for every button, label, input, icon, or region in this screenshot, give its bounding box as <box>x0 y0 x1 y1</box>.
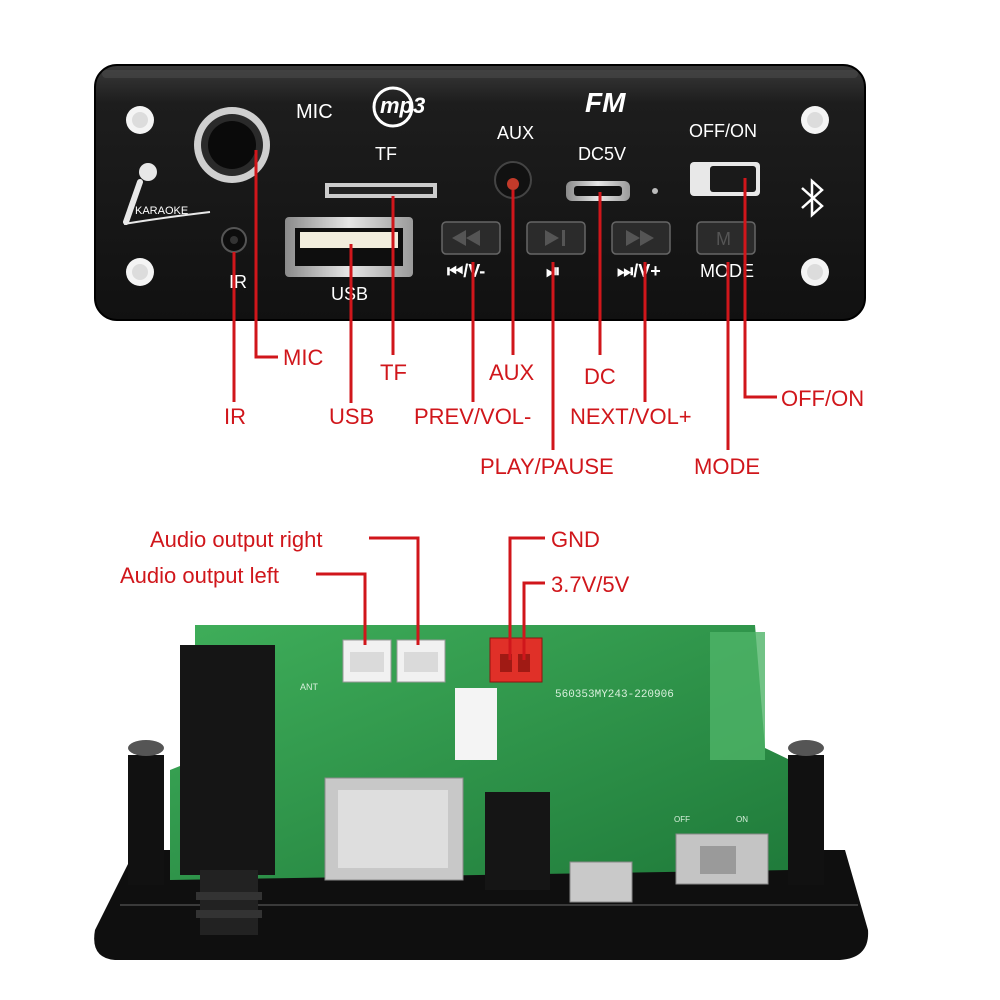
karaoke-logo: KARAOKE <box>123 163 211 225</box>
callout-mode: MODE <box>694 454 760 479</box>
prev-vol-panel-label: ⏮/V- <box>447 261 485 281</box>
mic-jack[interactable] <box>194 107 270 183</box>
mounting-hole <box>126 258 154 286</box>
usb-port[interactable] <box>285 217 413 277</box>
svg-text:M: M <box>716 229 731 249</box>
power-connector <box>489 637 543 683</box>
play-pause-button[interactable] <box>526 221 586 255</box>
status-led <box>652 188 658 194</box>
off-on-panel-label: OFF/ON <box>689 121 757 141</box>
leader-lines-top <box>232 150 777 450</box>
silkscreen-on: ON <box>736 815 748 824</box>
audio-connector-right <box>396 639 446 683</box>
micro-usb-dc-port[interactable] <box>566 181 630 201</box>
dc5v-panel-label: DC5V <box>578 144 626 164</box>
aux-jack[interactable] <box>494 161 532 199</box>
fm-logo: FM <box>585 87 626 118</box>
standoff-left <box>128 740 164 885</box>
slide-switch-component <box>675 833 769 885</box>
mic-jack-housing <box>180 645 275 935</box>
standoff-right <box>788 740 824 885</box>
callout-labels-top: MIC TF AUX DC OFF/ON IR USB PREV/VOL- NE… <box>224 345 864 479</box>
mounting-hole <box>801 106 829 134</box>
karaoke-label: KARAOKE <box>135 205 188 217</box>
silkscreen-ant: ANT <box>300 682 319 692</box>
ir-receiver <box>221 227 247 253</box>
silkscreen-off: OFF <box>674 815 690 824</box>
callout-prev-vol: PREV/VOL- <box>414 404 531 429</box>
callout-play-pause: PLAY/PAUSE <box>480 454 614 479</box>
callout-gnd: GND <box>551 527 600 552</box>
svg-text:mp3: mp3 <box>380 93 425 118</box>
mounting-hole <box>801 258 829 286</box>
callout-aux: AUX <box>489 360 535 385</box>
callout-mic: MIC <box>283 345 323 370</box>
callout-usb: USB <box>329 404 374 429</box>
ir-panel-label: IR <box>229 272 247 292</box>
bluetooth-icon <box>801 178 824 218</box>
callout-next-vol: NEXT/VOL+ <box>570 404 692 429</box>
callout-dc: DC <box>584 364 616 389</box>
callout-audio-left: Audio output left <box>120 563 279 588</box>
front-panel: KARAOKE MIC IR mp3 TF <box>94 64 866 321</box>
power-switch[interactable] <box>690 162 760 196</box>
micro-usb-component <box>569 861 633 903</box>
tf-card-slot[interactable] <box>325 183 437 198</box>
prev-vol-button[interactable] <box>441 221 501 255</box>
mp3-logo: mp3 <box>372 86 425 128</box>
white-label-sticker <box>455 688 497 760</box>
next-vol-button[interactable] <box>611 221 671 255</box>
mode-button[interactable]: M <box>696 221 756 255</box>
silkscreen-code: 560353MY243-220906 <box>555 689 674 701</box>
bluetooth-module <box>710 632 765 760</box>
tf-slot-component <box>324 777 464 881</box>
mounting-hole <box>126 106 154 134</box>
callout-labels-bottom: Audio output right Audio output left GND… <box>120 527 630 597</box>
callout-audio-right: Audio output right <box>150 527 322 552</box>
leader-lines-bottom <box>316 536 545 660</box>
callout-off-on: OFF/ON <box>781 386 864 411</box>
callout-power: 3.7V/5V <box>551 572 630 597</box>
aux-panel-label: AUX <box>497 123 534 143</box>
pcb-assembly: 560353MY243-220906 ANT OFF ON <box>94 625 869 960</box>
tf-panel-label: TF <box>375 144 397 164</box>
callout-tf: TF <box>380 360 407 385</box>
audio-connector-left <box>342 639 392 683</box>
mic-panel-label: MIC <box>296 101 333 123</box>
next-vol-panel-label: ⏭/V+ <box>617 261 661 281</box>
callout-ir: IR <box>224 404 246 429</box>
aux-jack-component <box>485 792 550 890</box>
